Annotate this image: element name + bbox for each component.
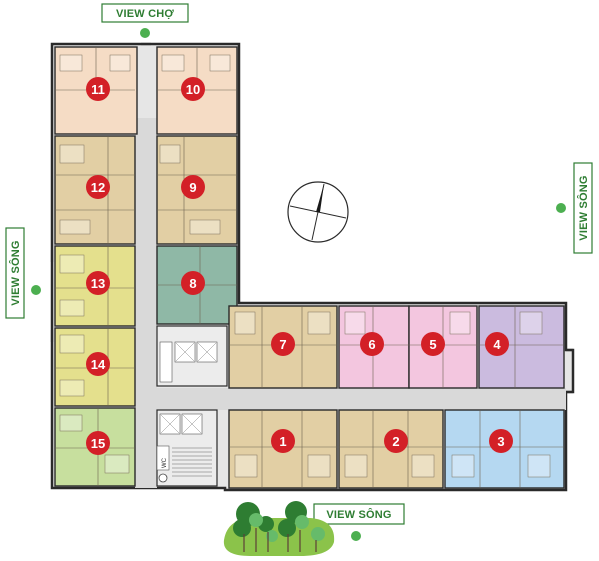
unit-number-10: 10: [186, 82, 200, 97]
park-trees-icon: [223, 501, 335, 556]
unit-badge-5[interactable]: 5: [421, 332, 445, 356]
unit-badge-7[interactable]: 7: [271, 332, 295, 356]
wall-accents: [50, 42, 573, 394]
unit-number-3: 3: [497, 434, 504, 449]
unit-badge-14[interactable]: 14: [86, 352, 110, 376]
vertical-corridor: [135, 118, 157, 488]
view-river-right-label: VIEW SÔNG: [577, 175, 590, 240]
unit-6[interactable]: [338, 305, 410, 389]
unit-number-5: 5: [429, 337, 436, 352]
unit-number-1: 1: [279, 434, 286, 449]
view-market-top: VIEW CHỢ: [101, 3, 189, 38]
unit-number-13: 13: [91, 276, 105, 291]
view-river-bottom-label: VIEW SÔNG: [326, 508, 391, 521]
view-river-bottom: VIEW SÔNG: [313, 503, 405, 541]
unit-number-7: 7: [279, 337, 286, 352]
unit-number-14: 14: [91, 357, 106, 372]
unit-number-6: 6: [368, 337, 375, 352]
unit-badge-1[interactable]: 1: [271, 429, 295, 453]
unit-badge-13[interactable]: 13: [86, 271, 110, 295]
view-river-right: VIEW SÔNG: [556, 162, 593, 254]
unit-number-9: 9: [189, 180, 196, 195]
unit-badge-9[interactable]: 9: [181, 175, 205, 199]
unit-badge-8[interactable]: 8: [181, 271, 205, 295]
unit-badge-2[interactable]: 2: [384, 429, 408, 453]
unit-badge-10[interactable]: 10: [181, 77, 205, 101]
unit-badge-4[interactable]: 4: [485, 332, 509, 356]
unit-badge-12[interactable]: 12: [86, 175, 110, 199]
unit-number-15: 15: [91, 436, 105, 451]
unit-badge-11[interactable]: 11: [86, 77, 110, 101]
unit-number-11: 11: [91, 82, 105, 97]
horizontal-corridor: [135, 388, 566, 410]
unit-number-4: 4: [493, 337, 501, 352]
furniture: [59, 54, 551, 478]
unit-number-12: 12: [91, 180, 105, 195]
unit-badge-15[interactable]: 15: [86, 431, 110, 455]
unit-number-8: 8: [189, 276, 196, 291]
view-river-left: VIEW SÔNG: [5, 227, 41, 319]
view-market-label: VIEW CHỢ: [116, 8, 174, 20]
unit-badge-6[interactable]: 6: [360, 332, 384, 356]
compass-icon: [287, 181, 349, 243]
view-river-left-label: VIEW SÔNG: [9, 240, 22, 305]
unit-badge-3[interactable]: 3: [489, 429, 513, 453]
unit-number-2: 2: [392, 434, 399, 449]
wc-label: WC: [162, 457, 168, 468]
core-area: [156, 325, 228, 487]
